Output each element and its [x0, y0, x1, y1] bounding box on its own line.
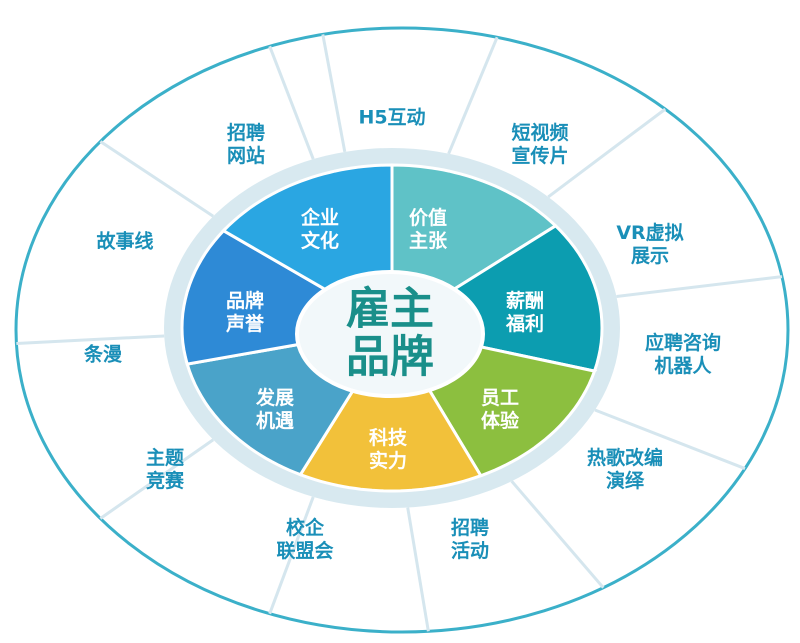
outer-divider-line: [594, 408, 746, 470]
segment-brand-reputation: 品牌 声誉: [225, 290, 265, 335]
outer-divider-line: [510, 480, 605, 589]
outer-item-comic: 条漫: [83, 343, 123, 366]
outer-divider-line: [99, 140, 215, 218]
outer-divider-line: [616, 275, 783, 298]
segment-corporate-culture: 企业 文化: [300, 207, 340, 252]
outer-item-storyline: 故事线: [96, 230, 154, 253]
outer-divider-line: [447, 36, 499, 155]
outer-divider-line: [547, 107, 667, 199]
outer-divider-line: [268, 45, 315, 160]
outer-divider-line: [16, 334, 165, 345]
segment-employee-experience: 员工 体验: [480, 387, 520, 432]
outer-divider-line: [268, 496, 315, 615]
outer-item-vr: VR虚拟 展示: [616, 222, 684, 267]
center-circle: [295, 270, 485, 398]
outer-item-chatbot: 应聘咨询 机器人: [644, 332, 722, 377]
outer-divider-line: [99, 438, 215, 520]
outer-item-short-video: 短视频 宣传片: [511, 122, 569, 167]
outer-item-h5: H5互动: [358, 106, 426, 129]
inner-segment-wedge: [298, 325, 484, 493]
segment-development: 发展 机遇: [255, 387, 295, 432]
outer-divider-line: [406, 507, 430, 632]
outer-item-song: 热歌改编 演绎: [586, 447, 664, 492]
segment-value-proposition: 价值 主张: [408, 207, 448, 252]
outer-item-campus-alliance: 校企 联盟会: [276, 517, 334, 562]
segment-compensation: 薪酬 福利: [505, 290, 545, 335]
center-label: 雇主 品牌: [346, 283, 434, 383]
segment-tech-strength: 科技 实力: [368, 427, 408, 472]
outer-item-recruit-event: 招聘 活动: [450, 517, 490, 562]
outer-item-recruit-site: 招聘 网站: [226, 122, 266, 167]
outer-divider-line: [321, 34, 347, 153]
outer-item-competition: 主题 竞赛: [145, 447, 185, 492]
